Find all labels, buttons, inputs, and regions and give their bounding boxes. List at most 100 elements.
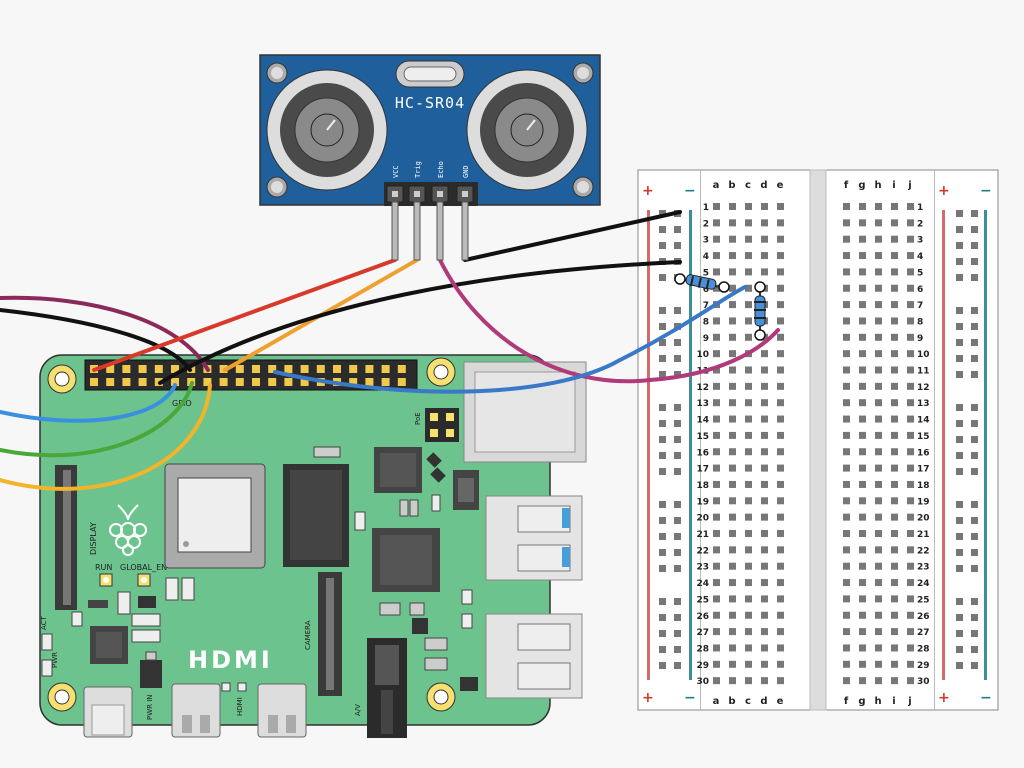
- left-negative-rail-line: [689, 210, 692, 680]
- breadboard-hole: [745, 317, 752, 325]
- row-label: 27: [917, 628, 930, 638]
- breadboard-hole: [859, 579, 866, 587]
- gpio-pin: [138, 365, 147, 373]
- rail-hole: [971, 258, 978, 265]
- rail-hole: [659, 210, 666, 217]
- rail-hole: [659, 468, 666, 475]
- gpio-pin: [171, 365, 179, 373]
- row-label: 6: [703, 285, 709, 295]
- breadboard-hole: [729, 562, 736, 570]
- column-label: f: [844, 180, 849, 191]
- breadboard-hole: [745, 644, 752, 652]
- row-label: 20: [917, 514, 930, 524]
- row-label: 2: [703, 219, 709, 229]
- rail-hole: [674, 371, 681, 378]
- breadboard-hole: [777, 382, 784, 390]
- rail-hole: [971, 614, 978, 621]
- breadboard-hole: [745, 431, 752, 439]
- breadboard-hole: [777, 611, 784, 619]
- breadboard-hole: [713, 203, 720, 210]
- rail-hole: [956, 549, 963, 556]
- row-label: 16: [917, 448, 930, 458]
- breadboard-hole: [713, 333, 720, 341]
- rail-hole: [674, 517, 681, 524]
- rail-hole: [971, 436, 978, 443]
- breadboard-hole: [891, 268, 898, 276]
- mounting-hole: [47, 364, 77, 394]
- breadboard-hole: [875, 252, 882, 260]
- row-label: 23: [696, 563, 709, 573]
- breadboard-hole: [729, 513, 736, 521]
- gpio-pin: [235, 365, 244, 373]
- rail-hole: [956, 630, 963, 637]
- breadboard-hole: [891, 448, 898, 456]
- breadboard-hole: [729, 301, 736, 309]
- breadboard-hole: [761, 513, 768, 521]
- breadboard-hole: [777, 513, 784, 521]
- row-label: 27: [696, 628, 709, 638]
- sensor-pins: [386, 185, 474, 203]
- rail-hole: [659, 371, 666, 378]
- breadboard-hole: [891, 382, 898, 390]
- breadboard-hole: [777, 579, 784, 587]
- column-label: a: [713, 180, 720, 191]
- breadboard-hole: [761, 448, 768, 456]
- breadboard-hole: [843, 530, 850, 537]
- breadboard-hole: [875, 595, 882, 603]
- rail-hole: [971, 307, 978, 314]
- row-label: 9: [703, 334, 709, 344]
- rail-hole: [956, 371, 963, 378]
- sensor-pin-contact: [414, 191, 420, 197]
- row-label: 10: [917, 350, 930, 360]
- breadboard-hole: [859, 448, 866, 456]
- rail-hole: [674, 226, 681, 233]
- rail-hole: [659, 226, 666, 233]
- gpio-pin: [268, 378, 277, 386]
- row-label: 17: [696, 465, 709, 475]
- pwr-in-label: PWR IN: [146, 694, 154, 720]
- row-label: 9: [917, 334, 923, 344]
- breadboard-hole: [891, 562, 898, 570]
- gpio-pin: [365, 365, 374, 373]
- breadboard-hole: [859, 530, 866, 537]
- rail-hole: [674, 598, 681, 605]
- row-label: 25: [917, 595, 930, 605]
- breadboard-hole: [907, 628, 914, 636]
- rail-hole: [659, 598, 666, 605]
- breadboard-hole: [729, 235, 736, 243]
- sensor-pin-leg: [413, 201, 421, 261]
- breadboard-hole: [761, 628, 768, 636]
- breadboard-hole: [729, 252, 736, 260]
- row-label: 3: [917, 236, 923, 246]
- breadboard-hole: [843, 513, 850, 521]
- run-label: RUN: [95, 563, 112, 572]
- breadboard-hole: [859, 660, 866, 668]
- breadboard-hole: [891, 644, 898, 652]
- row-label: 24: [696, 579, 709, 589]
- row-label: 23: [917, 563, 930, 573]
- breadboard-hole: [891, 480, 898, 488]
- black-wire: [0, 308, 192, 372]
- right-positive-rail-line: [942, 210, 945, 680]
- breadboard-hole: [777, 628, 784, 636]
- breadboard-hole: [729, 284, 736, 292]
- rail-hole: [971, 517, 978, 524]
- blue-wire: [0, 383, 177, 423]
- breadboard-hole: [875, 366, 882, 374]
- breadboard-hole: [891, 546, 898, 554]
- usb-port: [485, 613, 583, 699]
- breadboard-hole: [729, 611, 736, 619]
- rail-hole: [659, 614, 666, 621]
- rail-hole: [956, 404, 963, 411]
- breadboard-hole: [875, 235, 882, 243]
- breadboard-hole: [875, 628, 882, 636]
- sensor-pin-leg: [436, 201, 444, 261]
- breadboard-hole: [907, 530, 914, 537]
- gpio-pin: [381, 378, 390, 386]
- breadboard-hole: [859, 611, 866, 619]
- breadboard-hole: [907, 366, 914, 374]
- sensor-legs: [391, 201, 469, 261]
- gpio-pin: [219, 378, 228, 386]
- breadboard-hole: [875, 513, 882, 521]
